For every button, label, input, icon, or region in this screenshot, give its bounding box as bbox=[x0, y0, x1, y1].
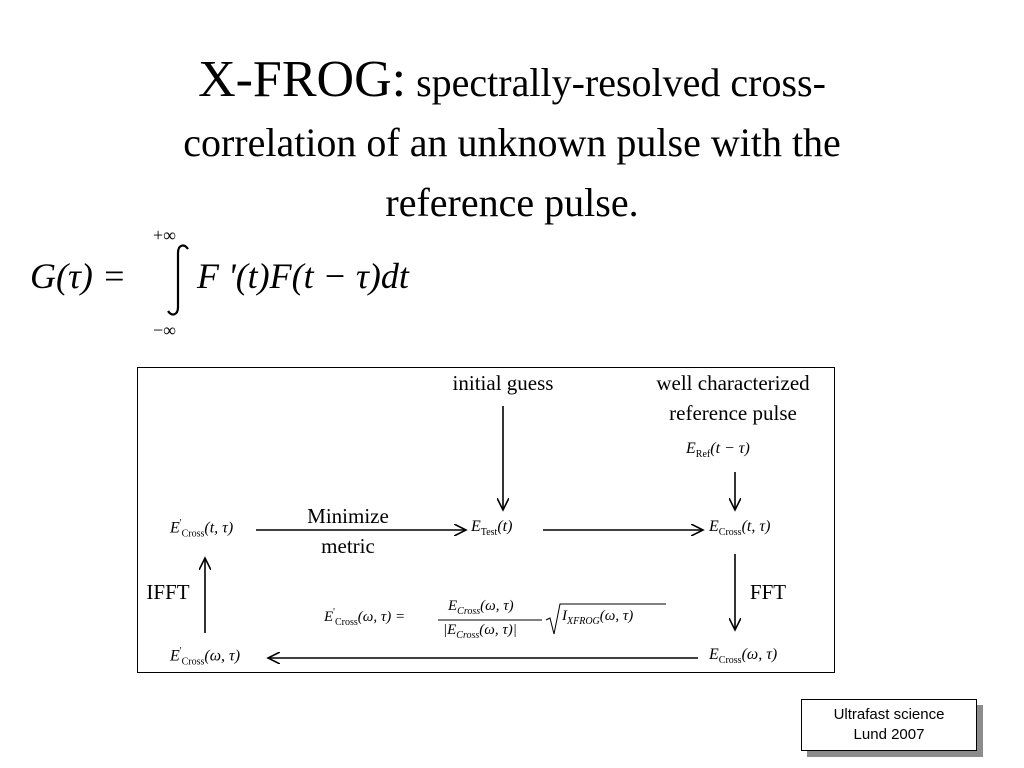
label-reference-line1: well characterized bbox=[656, 371, 810, 395]
title-rest-line1: spectrally-resolved cross- bbox=[406, 60, 826, 105]
label-ifft: IFFT bbox=[146, 580, 190, 604]
footer-line2: Lund 2007 bbox=[853, 726, 925, 743]
integral-sign-icon bbox=[167, 244, 189, 316]
label-minimize: Minimize bbox=[307, 504, 389, 528]
symbol-e-cross-w: ECross(ω, τ) bbox=[709, 646, 778, 667]
sqrt-sign-icon bbox=[545, 603, 666, 635]
symbol-e-ref: ERef(t − τ) bbox=[686, 440, 750, 461]
footer-line1: Ultrafast science bbox=[833, 706, 945, 723]
update-eq-denominator: |ECross(ω, τ)| bbox=[443, 622, 517, 641]
footer-affiliation-box: Ultrafast science Lund 2007 bbox=[801, 699, 977, 751]
formula-integrand: F '(t)F(t − τ)dt bbox=[197, 256, 409, 296]
symbol-e-test: ETest(t) bbox=[471, 518, 513, 539]
update-eq-numerator: ECross(ω, τ) bbox=[448, 598, 514, 617]
symbol-e-cross-prime-t: E'Cross(t, τ) bbox=[170, 518, 234, 540]
symbol-e-cross-prime-w: E'Cross(ω, τ) bbox=[170, 646, 241, 668]
label-fft: FFT bbox=[749, 580, 787, 604]
slide-title: X-FROG: spectrally-resolved cross- corre… bbox=[0, 50, 1024, 233]
update-eq-sqrt-term: IXFROG(ω, τ) bbox=[562, 608, 634, 627]
xfrog-algorithm-diagram: initial guess well characterized referen… bbox=[137, 367, 835, 673]
label-initial-guess: initial guess bbox=[452, 371, 554, 395]
cross-correlation-formula: G(τ) = +∞ −∞ F '(t)F(t − τ)dt bbox=[25, 225, 465, 345]
label-reference-line2: reference pulse bbox=[669, 401, 797, 425]
title-line3: reference pulse. bbox=[385, 180, 639, 225]
formula-lhs: G(τ) = bbox=[30, 256, 127, 296]
title-main: X-FROG: bbox=[198, 51, 407, 108]
diagram-arrows bbox=[138, 406, 836, 674]
formula-lower-limit: −∞ bbox=[153, 320, 176, 340]
update-eq-lhs: E'Cross(ω, τ) = bbox=[324, 607, 406, 628]
formula-upper-limit: +∞ bbox=[153, 225, 176, 245]
label-metric: metric bbox=[321, 534, 375, 558]
symbol-e-cross-t: ECross(t, τ) bbox=[709, 518, 771, 539]
title-line2: correlation of an unknown pulse with the bbox=[183, 120, 841, 165]
